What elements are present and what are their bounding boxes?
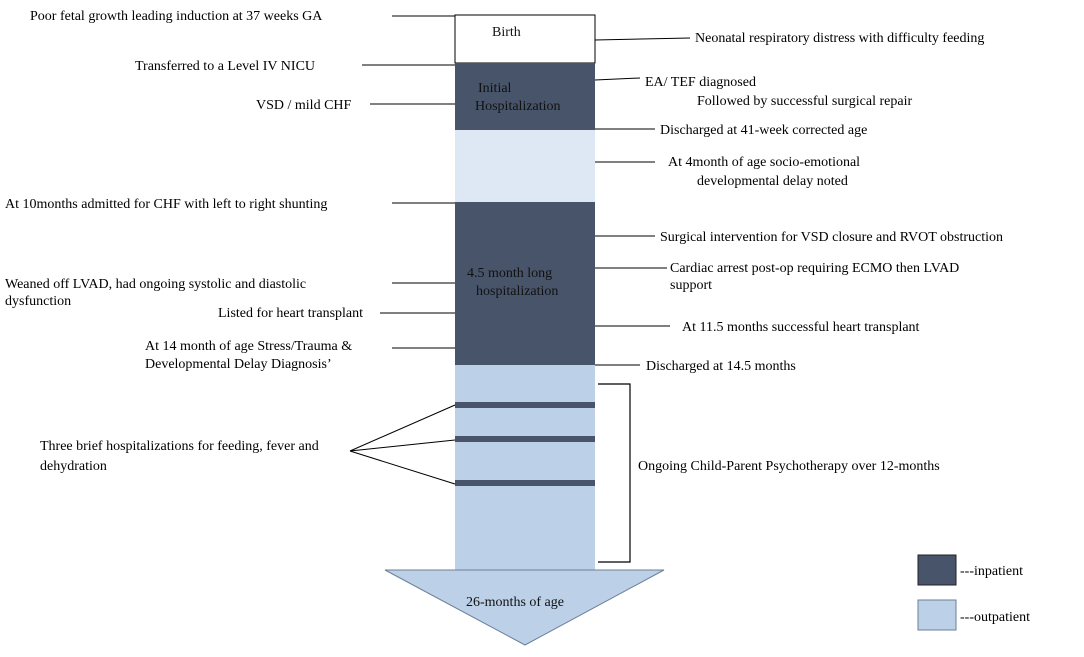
annotation-discharged-145: Discharged at 14.5 months [646,359,796,374]
annotation-surgical: Surgical intervention for VSD closure an… [660,230,1003,245]
segment-long-hospitalization [455,202,595,365]
segment-label-arrow: 26-months of age [466,595,564,610]
connector-line [594,37,691,41]
annotation-arrest-2: support [670,278,712,293]
segment-outpatient-early [455,130,595,202]
annotation-ea-tef-2: Followed by successful surgical repair [697,94,912,109]
annotation-discharged-41: Discharged at 41-week corrected age [660,123,867,138]
annotation-listed: Listed for heart transplant [218,306,363,321]
brief-hospitalization-bar [455,436,595,442]
psychotherapy-bracket [598,383,631,563]
segment-birth [454,14,596,64]
connector-line [349,450,456,485]
annotation-fourteen-2: Developmental Delay Diagnosis’ [145,357,332,372]
segment-label-initial: Initial [478,81,512,96]
segment-label-birth: Birth [492,25,521,40]
timeline-arrowhead [384,569,665,646]
segment-initial-hospitalization [455,63,595,130]
segment-label-long-1: 4.5 month long [467,266,552,281]
annotation-psychotherapy: Ongoing Child-Parent Psychotherapy over … [638,459,940,474]
annotation-arrest-1: Cardiac arrest post-op requiring ECMO th… [670,261,959,276]
annotation-four-month-1: At 4month of age socio-emotional [668,155,860,170]
annotation-four-month-2: developmental delay noted [697,174,848,189]
annotation-transplant: At 11.5 months successful heart transpla… [682,320,920,335]
annotation-weaned-1: Weaned off LVAD, had ongoing systolic an… [5,277,306,292]
annotation-ten-months: At 10months admitted for CHF with left t… [5,197,327,212]
connector-line [349,439,456,452]
annotation-poor-growth: Poor fetal growth leading induction at 3… [30,9,323,24]
legend-swatch-inpatient [917,554,957,586]
annotation-ea-tef-1: EA/ TEF diagnosed [645,75,756,90]
annotation-three-brief-1: Three brief hospitalizations for feeding… [40,439,319,454]
annotation-three-brief-2: dehydration [40,459,107,474]
segment-label-hospitalization: Hospitalization [475,99,561,114]
connector-lines [349,15,691,485]
legend-label-inpatient: ---inpatient [960,564,1023,579]
segment-label-long-2: hospitalization [476,284,558,299]
legend-label-outpatient: ---outpatient [960,610,1030,625]
brief-hospitalization-bar [455,480,595,486]
annotation-neonatal-distress: Neonatal respiratory distress with diffi… [695,31,984,46]
brief-hospitalization-bar [455,402,595,408]
segment-outpatient-late [455,365,595,570]
connector-line [594,77,641,81]
annotation-transferred: Transferred to a Level IV NICU [135,59,315,74]
annotation-weaned-2: dysfunction [5,294,71,309]
annotation-vsd-chf: VSD / mild CHF [256,98,352,113]
legend-swatch-outpatient [917,599,957,631]
connector-line [349,404,456,452]
annotation-fourteen-1: At 14 month of age Stress/Trauma & [145,339,352,354]
